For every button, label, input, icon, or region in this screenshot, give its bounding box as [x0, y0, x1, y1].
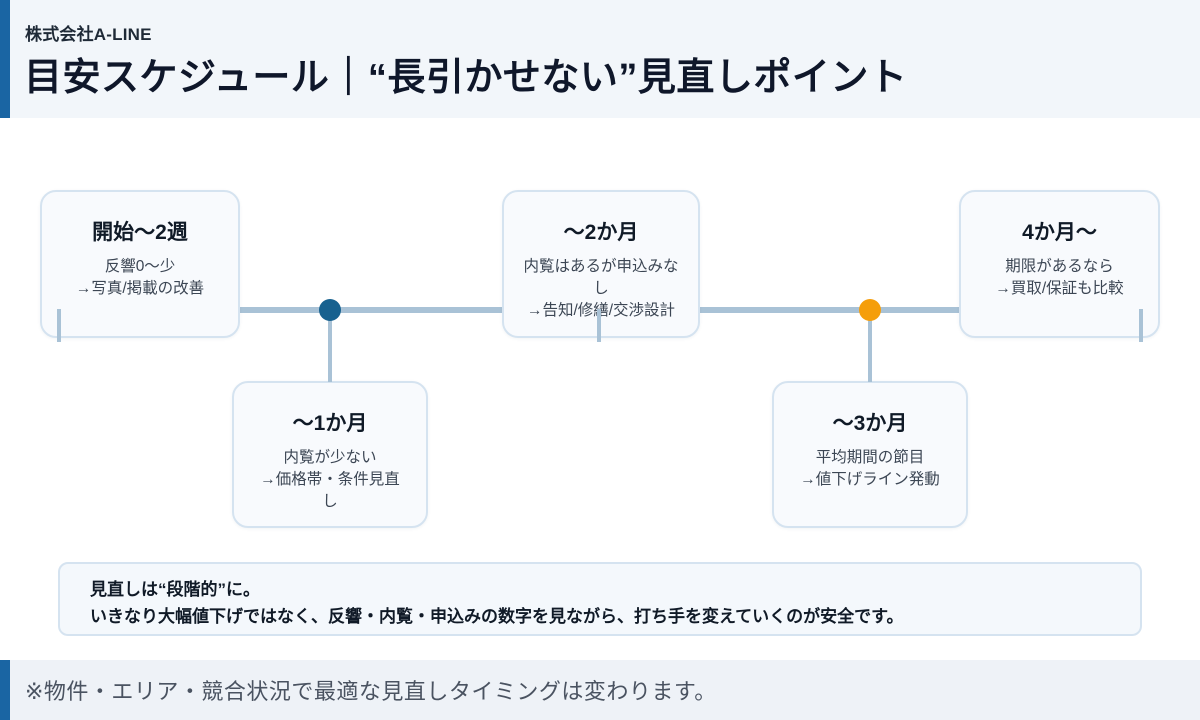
header: 株式会社A-LINE 目安スケジュール｜“長引かせない”見直しポイント — [0, 0, 1200, 118]
milestone-title: 〜2か月 — [563, 221, 639, 244]
milestone-title: 開始〜2週 — [92, 221, 188, 244]
page-title: 目安スケジュール｜“長引かせない”見直しポイント — [24, 57, 908, 99]
footer: ※物件・エリア・競合状況で最適な見直しタイミングは変わります。 — [0, 660, 1200, 720]
milestone-body: 反響0〜少 →写真/掲載の改善 — [75, 258, 205, 297]
milestone-title: 〜1か月 — [292, 412, 368, 435]
timeline-tick-2month — [597, 309, 601, 342]
footer-disclaimer: ※物件・エリア・競合状況で最適な見直しタイミングは変わります。 — [25, 679, 717, 704]
timeline-tick-4month — [1139, 309, 1143, 342]
milestone-body: 内覧が少ない →価格帯・条件見直 し — [260, 449, 400, 510]
milestone-title: 〜3か月 — [832, 412, 908, 435]
note-line-2: いきなり大幅値下げではなく、反響・内覧・申込みの数字を見ながら、打ち手を変えてい… — [90, 607, 904, 627]
timeline-dot-orange — [859, 299, 881, 321]
timeline-line-segment-1 — [239, 307, 502, 313]
milestone-body: 平均期間の節目 →値下げライン発動 — [800, 449, 940, 488]
milestone-card-2month: 〜2か月 内覧はあるが申込みな し →告知/修繕/交渉設計 — [502, 190, 700, 338]
milestone-body: 期限があるなら →買取/保証も比較 — [995, 258, 1124, 297]
timeline-connector-1month — [328, 310, 332, 382]
milestone-body: 内覧はあるが申込みな し →告知/修繕/交渉設計 — [523, 258, 679, 319]
company-name: 株式会社A-LINE — [25, 25, 152, 44]
note-line-1: 見直しは“段階的”に。 — [90, 580, 260, 599]
milestone-card-start-2weeks: 開始〜2週 反響0〜少 →写真/掲載の改善 — [40, 190, 240, 338]
milestone-card-1month: 〜1か月 内覧が少ない →価格帯・条件見直 し — [232, 381, 428, 528]
note-box: 見直しは“段階的”に。 いきなり大幅値下げではなく、反響・内覧・申込みの数字を見… — [58, 562, 1142, 636]
timeline-line-segment-2 — [700, 307, 959, 313]
timeline-connector-3month — [868, 310, 872, 382]
timeline-dot-blue — [319, 299, 341, 321]
milestone-card-4month: 4か月〜 期限があるなら →買取/保証も比較 — [959, 190, 1160, 338]
timeline-tick-start — [57, 309, 61, 342]
milestone-card-3month: 〜3か月 平均期間の節目 →値下げライン発動 — [772, 381, 968, 528]
milestone-title: 4か月〜 — [1022, 221, 1097, 244]
